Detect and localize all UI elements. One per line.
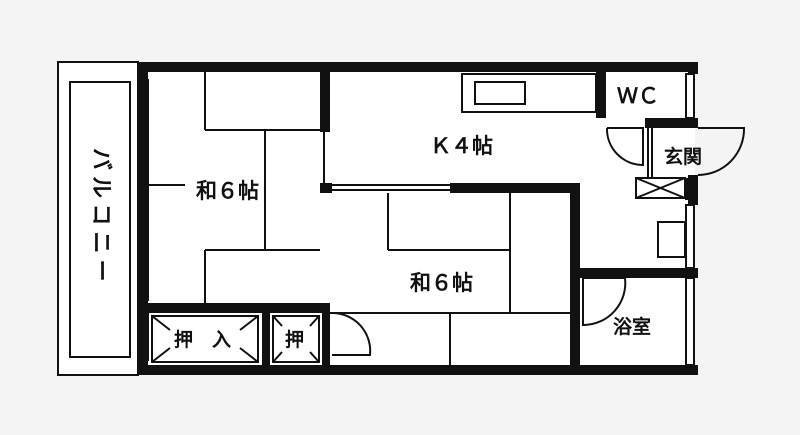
balcony — [57, 61, 139, 376]
closet-marks — [151, 315, 320, 363]
doors — [331, 127, 746, 356]
bathroom-label: 浴室 — [613, 315, 651, 338]
floor-area — [140, 65, 695, 370]
kitchen-counter — [461, 73, 597, 113]
interior-walls — [148, 62, 698, 375]
wc-label: ＷＣ — [617, 84, 659, 108]
tatami-left — [148, 72, 320, 303]
washitsu-left-label: 和６帖 — [196, 179, 259, 203]
closet-small-label: 押 — [285, 328, 304, 351]
balcony-label: バルコニー — [88, 148, 113, 288]
shoe-box — [635, 128, 686, 258]
tatami-center — [330, 193, 570, 365]
closet-large-label: 押 入 — [174, 328, 231, 351]
entrance-label: 玄関 — [664, 145, 702, 168]
washitsu-center-label: 和６帖 — [410, 271, 473, 295]
kitchen-label: Ｋ４帖 — [430, 134, 493, 158]
